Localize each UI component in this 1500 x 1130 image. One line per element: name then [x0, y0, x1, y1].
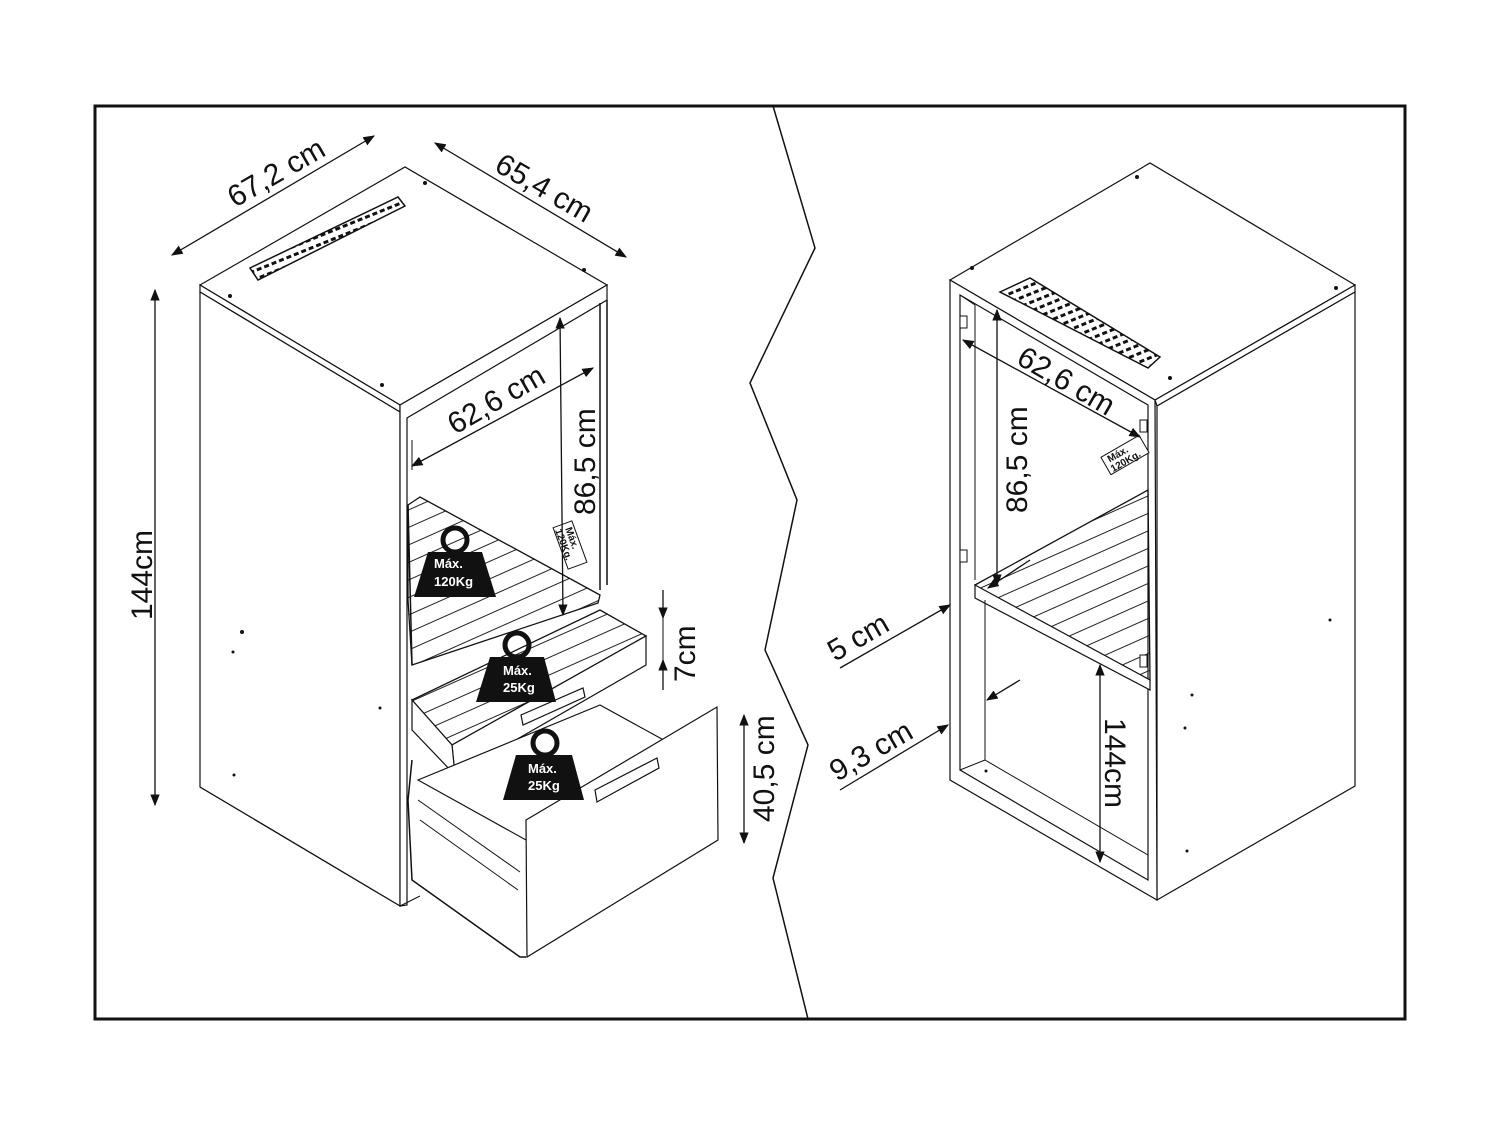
svg-text:Máx.: Máx. [528, 761, 557, 776]
svg-text:Máx.: Máx. [434, 556, 463, 571]
max-load-plate-left: Máx. 120Kg. [552, 520, 588, 570]
left-cabinet-view: Máx. 120Kg Máx. 25Kg Máx. 25Kg Máx. 120K… [126, 132, 781, 959]
svg-text:Máx.: Máx. [503, 663, 532, 678]
right-side-panel [1156, 290, 1356, 902]
right-cabinet-view: Máx. 120Kg. 62,6 cm 86,5 cm 5 cm 9,3 cm … [822, 162, 1357, 902]
height-label-left: 144cm [126, 530, 159, 620]
inner-height-label-right: 86,5 cm [1001, 406, 1034, 513]
lower-height-label-left: 40,5 cm [748, 715, 781, 822]
view-divider [749, 105, 816, 1020]
weight-icon-tray: Máx. 25Kg [476, 630, 556, 702]
svg-text:120Kg: 120Kg [434, 574, 473, 589]
inner-height-label-left: 86,5 cm [569, 408, 602, 515]
tray-handle[interactable] [520, 687, 586, 726]
shelf-thickness-label: 5 cm [822, 607, 895, 668]
lower-height-label-right: 144cm [1098, 718, 1131, 808]
drawer-height-label: 7cm [669, 625, 702, 682]
drawer-handle[interactable] [594, 757, 660, 803]
svg-text:25Kg: 25Kg [503, 680, 535, 695]
weight-icon-drawer: Máx. 25Kg [503, 728, 584, 800]
depth-label-left: 65,4 cm [490, 147, 599, 229]
weight-icon-shelf: Máx. 120Kg [414, 525, 496, 597]
drawing-frame [93, 104, 1407, 1021]
left-drawer-front[interactable] [525, 705, 719, 959]
svg-text:25Kg: 25Kg [528, 778, 560, 793]
left-shelf [407, 496, 601, 666]
width-label-left: 67,2 cm [222, 132, 331, 214]
